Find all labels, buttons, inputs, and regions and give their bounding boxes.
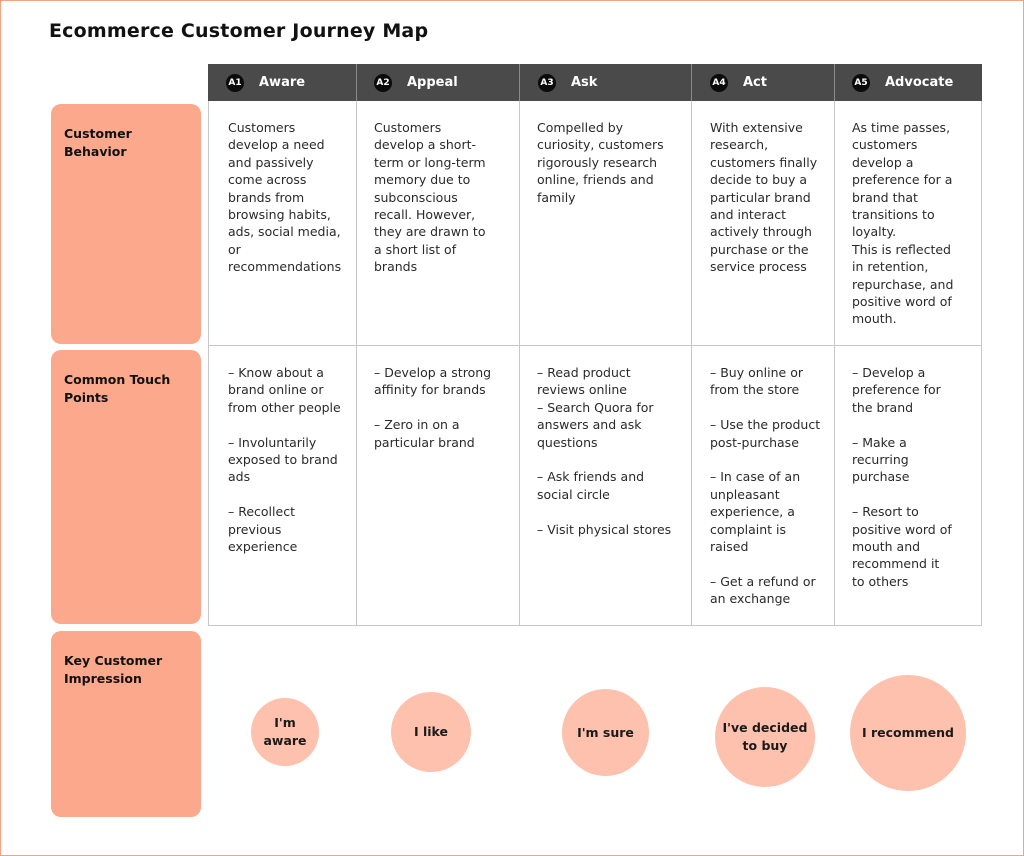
impression-bubble-act: I've decided to buy [715, 687, 815, 787]
touchpoint-cell-advocate: – Develop a preference for the brand – M… [852, 365, 952, 589]
impression-bubble-appeal: I like [391, 692, 471, 772]
grid-divider [208, 345, 982, 346]
stage-label: Ask [571, 75, 598, 90]
stage-header: A1 Aware A2 Appeal A3 Ask A4 Act A5 Advo… [208, 64, 982, 101]
stage-appeal: A2 Appeal [374, 64, 458, 101]
behavior-cell-advocate: As time passes, customers develop a pref… [852, 120, 954, 327]
grid-divider [691, 101, 692, 626]
touchpoint-cell-act: – Buy online or from the store – Use the… [710, 365, 821, 607]
impression-bubble-advocate: I recommend [850, 675, 966, 791]
header-divider [356, 64, 357, 101]
header-divider [691, 64, 692, 101]
header-divider [834, 64, 835, 101]
stage-advocate: A5 Advocate [852, 64, 953, 101]
impression-bubble-aware: I'm aware [251, 698, 319, 766]
stage-aware: A1 Aware [226, 64, 305, 101]
touchpoint-cell-ask: – Read product reviews online – Search Q… [537, 365, 672, 537]
row-label-key-customer-impression: Key Customer Impression [51, 631, 201, 817]
stage-ask: A3 Ask [538, 64, 597, 101]
behavior-cell-ask: Compelled by curiosity, customers rigoro… [537, 120, 664, 205]
grid-divider [834, 101, 835, 626]
journey-grid [208, 101, 982, 626]
behavior-cell-appeal: Customers develop a short- term or long-… [374, 120, 486, 275]
stage-label: Aware [259, 75, 306, 90]
stage-label: Appeal [407, 75, 458, 90]
row-label-common-touch-points: Common Touch Points [51, 350, 201, 624]
stage-label: Act [743, 75, 767, 90]
page-title: Ecommerce Customer Journey Map [49, 20, 429, 42]
stage-badge: A3 [538, 73, 556, 92]
stage-badge: A2 [374, 73, 392, 92]
stage-badge: A1 [226, 73, 244, 92]
touchpoint-cell-aware: – Know about a brand online or from othe… [228, 365, 341, 555]
header-divider [519, 64, 520, 101]
stage-act: A4 Act [710, 64, 767, 101]
stage-badge: A5 [852, 73, 870, 92]
grid-divider [356, 101, 357, 626]
stage-label: Advocate [885, 75, 954, 90]
impression-bubble-ask: I'm sure [562, 689, 649, 776]
behavior-cell-act: With extensive research, customers final… [710, 120, 818, 275]
behavior-cell-aware: Customers develop a need and passively c… [228, 120, 342, 275]
touchpoint-cell-appeal: – Develop a strong affinity for brands –… [374, 365, 492, 450]
stage-badge: A4 [710, 73, 728, 92]
grid-divider [519, 101, 520, 626]
row-label-customer-behavior: Customer Behavior [51, 104, 201, 344]
